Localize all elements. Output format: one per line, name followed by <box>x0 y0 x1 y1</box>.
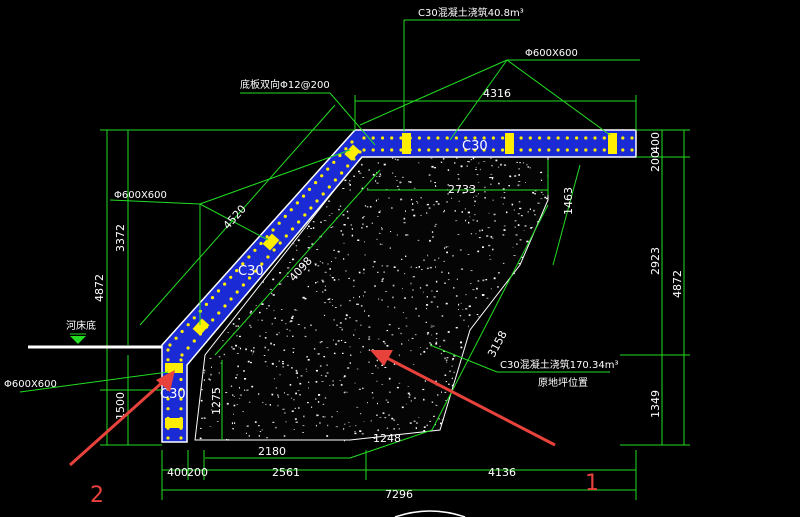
dim-bot-2561: 2561 <box>272 466 300 479</box>
dim-diag-3158: 3158 <box>485 329 510 360</box>
concrete-fill-region <box>194 154 549 442</box>
dim-inner-1275: 1275 <box>210 387 223 415</box>
pile-top-label: Φ600X600 <box>525 48 578 59</box>
dim-bottom-1248: 1248 <box>373 432 401 445</box>
dim-bot-4136: 4136 <box>488 466 516 479</box>
dim-top-inner: 2733 <box>448 183 476 196</box>
dim-bot-400: 400 <box>167 466 188 479</box>
dimension-lines <box>19 19 690 500</box>
dim-top-width: 4316 <box>483 87 511 100</box>
dim-right-1349: 1349 <box>649 390 662 418</box>
dim-left-3372: 3372 <box>114 224 127 252</box>
callout-fill-label: C30混凝土浇筑170.34m³ <box>500 358 618 371</box>
text-labels: C30混凝土浇筑40.8m³ Φ600X600 底板双向Φ12@200 Φ600… <box>4 6 618 402</box>
dim-right-2923: 2923 <box>649 247 662 275</box>
original-river-label: 原地坪位置 <box>538 376 588 389</box>
callout-rebar-label: 底板双向Φ12@200 <box>240 78 330 91</box>
c30-top-label: C30 <box>462 139 488 154</box>
riverbed-marker <box>28 333 162 349</box>
annotation-arrows: 1 2 <box>68 350 599 508</box>
callout-top-label: C30混凝土浇筑40.8m³ <box>418 6 524 19</box>
c30-mid-label: C30 <box>238 264 264 279</box>
dim-left-4872: 4872 <box>93 274 106 302</box>
dim-right-diag: 1463 <box>562 187 575 215</box>
dim-bot-200: 200 <box>187 466 208 479</box>
dim-right-400: 400 <box>649 132 662 153</box>
dim-bottom-2180: 2180 <box>258 445 286 458</box>
dim-right-total: 4872 <box>671 270 684 298</box>
c30-left-label: C30 <box>160 387 186 402</box>
dim-right-200: 200 <box>649 151 662 172</box>
pile-left-label: Φ600X600 <box>114 190 167 201</box>
arrow-1-label: 1 <box>585 471 599 496</box>
dim-left-1500: 1500 <box>114 392 127 420</box>
dim-bot-total: 7296 <box>385 488 413 501</box>
riverbed-label: 河床底 <box>66 319 96 332</box>
pile-bottom-left-label: Φ600X600 <box>4 379 57 390</box>
arrow-2-label: 2 <box>90 483 104 508</box>
